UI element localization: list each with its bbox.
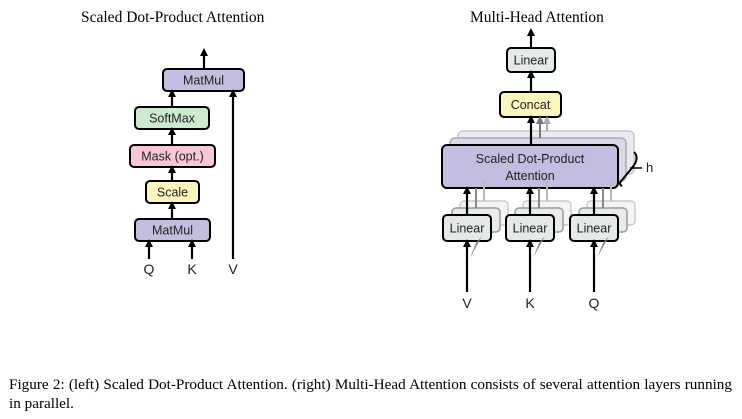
mha-input-q-label: Q: [589, 295, 600, 311]
right-diagram-title: Multi-Head Attention: [470, 9, 604, 26]
linear-top-block: Linear: [506, 47, 556, 73]
matmul-bottom-block: MatMul: [134, 218, 211, 242]
attention-label-line2: Attention: [505, 169, 554, 183]
matmul-bottom-label: MatMul: [152, 224, 193, 238]
linear-k-label: Linear: [513, 222, 548, 236]
input-q-label: Q: [144, 261, 155, 277]
linear-top-label: Linear: [514, 54, 549, 68]
mha-input-v-label: V: [462, 295, 472, 311]
left-diagram: MatMul SoftMax Mask (opt.) Scale MatMul: [129, 48, 245, 277]
right-diagram: Linear Concat Scaled Dot-Product Attenti…: [441, 28, 653, 311]
softmax-label: SoftMax: [149, 112, 196, 126]
concat-label: Concat: [511, 98, 551, 112]
figure-diagrams: MatMul SoftMax Mask (opt.) Scale MatMul: [129, 28, 653, 311]
mask-block: Mask (opt.): [129, 144, 216, 168]
mha-input-k-label: K: [525, 295, 535, 311]
left-diagram-title: Scaled Dot-Product Attention: [81, 9, 265, 26]
figure-caption: Figure 2: (left) Scaled Dot-Product Atte…: [9, 376, 732, 412]
attention-block: Scaled Dot-Product Attention: [441, 144, 619, 189]
scale-block: Scale: [145, 180, 200, 204]
concat-block: Concat: [499, 91, 562, 118]
input-v-label: V: [228, 261, 238, 277]
linear-k-group: Linear: [505, 181, 572, 292]
softmax-block: SoftMax: [134, 106, 210, 130]
linear-v-label: Linear: [450, 222, 485, 236]
mask-label: Mask (opt.): [141, 150, 204, 164]
matmul-top-block: MatMul: [162, 68, 245, 92]
input-k-label: K: [187, 261, 197, 277]
matmul-top-label: MatMul: [183, 74, 224, 88]
scale-label: Scale: [157, 186, 188, 200]
heads-brace-icon: [619, 151, 638, 187]
linear-v-group: Linear: [442, 181, 509, 292]
heads-label: h: [646, 160, 653, 175]
linear-q-label: Linear: [577, 222, 612, 236]
attention-label-line1: Scaled Dot-Product: [476, 152, 585, 166]
linear-q-group: Linear: [569, 181, 636, 292]
